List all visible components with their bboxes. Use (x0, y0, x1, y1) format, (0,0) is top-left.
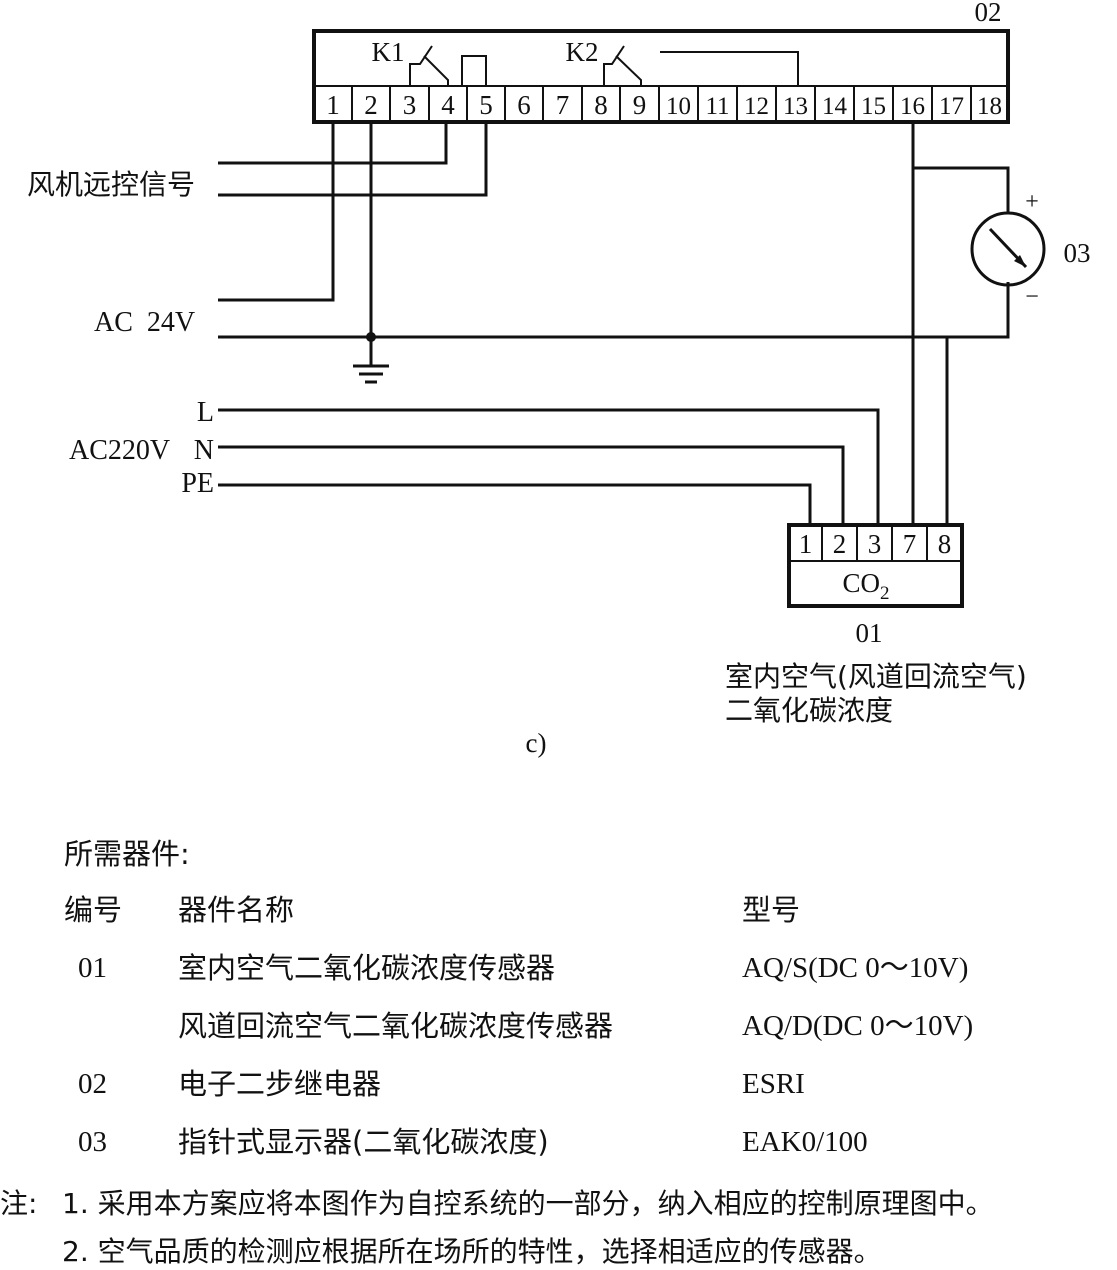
meter-minus-label: − (1025, 284, 1039, 310)
relay-terminal-7: 7 (556, 90, 570, 120)
pe-label: PE (181, 468, 214, 499)
meter-plus-label: + (1025, 189, 1039, 215)
sensor-terminal-2: 2 (833, 529, 847, 559)
relay-terminal-14: 14 (822, 93, 848, 120)
sensor-desc-line1: 室内空气(风道回流空气) (725, 660, 1027, 693)
header-name: 器件名称 (178, 893, 295, 927)
sensor-id-label: 01 (856, 618, 883, 648)
fan-signal-wire-2 (218, 122, 488, 197)
ac220v-label: AC220V (69, 435, 170, 466)
ac24v-wire-1 (218, 122, 335, 302)
ac24v-wires (218, 122, 1010, 366)
meter-plus-wire (913, 166, 1010, 213)
row-no: 01 (78, 952, 107, 984)
ac24v-label: AC 24V (94, 307, 195, 338)
meter-dial-icon (970, 211, 1046, 287)
sensor-desc-line2: 二氧化碳浓度 (725, 694, 893, 727)
sensor-terminal-3: 3 (868, 529, 882, 559)
relay-body (312, 29, 1010, 124)
k2-label: K2 (566, 37, 599, 67)
meter-needle-tip (1014, 255, 1026, 267)
n-label: N (194, 435, 214, 466)
k1-label: K1 (372, 37, 405, 67)
fan-signal-wires (218, 122, 488, 197)
row-name: 电子二步继电器 (178, 1067, 382, 1101)
meter-id-label: 03 (1064, 238, 1091, 268)
ac220v-wires (218, 408, 880, 525)
k2-contact: K2 (566, 37, 799, 86)
header-no: 编号 (64, 893, 123, 927)
k1-switch-blade (409, 45, 433, 86)
ac24v-common-wire (218, 282, 1010, 339)
sensor-name-label: CO2 (842, 568, 889, 604)
relay-terminal-10: 10 (666, 93, 691, 120)
l-label: L (197, 397, 214, 428)
relay-terminal-6: 6 (517, 90, 531, 120)
sensor-terminal-dividers (821, 525, 928, 561)
header-model: 型号 (742, 893, 801, 927)
relay-terminal-18: 18 (977, 93, 1002, 120)
notes-prefix: 注: (0, 1187, 38, 1220)
row-model: AQ/D(DC 0～10V) (742, 1010, 974, 1042)
sensor-terminal-8: 8 (938, 529, 952, 559)
sensor-terminal-1: 1 (799, 529, 813, 559)
ground-icon (353, 364, 389, 384)
relay-terminal-11: 11 (705, 93, 729, 120)
relay-terminal-15: 15 (861, 93, 886, 120)
relay-terminal-5: 5 (479, 90, 493, 120)
row-name: 室内空气二氧化碳浓度传感器 (178, 951, 556, 985)
row-name: 指针式显示器(二氧化碳浓度) (178, 1125, 549, 1159)
k1-switch-arm (423, 55, 449, 86)
relay-terminal-8: 8 (594, 90, 608, 120)
relay-terminal-13: 13 (783, 93, 808, 120)
k1-contact: K1 (372, 37, 487, 86)
parts-title: 所需器件: (64, 837, 190, 871)
l-wire (218, 408, 880, 525)
pe-wire (218, 483, 812, 525)
relay-terminal-4: 4 (441, 90, 455, 120)
k2-switch-arm (615, 55, 642, 86)
row-model: EAK0/100 (742, 1126, 868, 1158)
relay-id-label: 02 (975, 0, 1002, 27)
k2-nc-link (660, 51, 799, 86)
sensor-body (787, 523, 964, 608)
row-no: 02 (78, 1068, 107, 1100)
row-no: 03 (78, 1126, 107, 1158)
sensor-terminal-7: 7 (903, 529, 917, 559)
row-name: 风道回流空气二氧化碳浓度传感器 (178, 1009, 614, 1043)
row-model: AQ/S(DC 0～10V) (742, 952, 969, 984)
note-item-2: 2. 空气品质的检测应根据所在场所的特性，选择相适应的传感器。 (62, 1235, 882, 1268)
k2-switch-blade (603, 45, 625, 86)
relay-terminal-17: 17 (939, 93, 964, 120)
relay-terminal-1: 1 (326, 90, 340, 120)
relay-terminal-3: 3 (403, 90, 417, 120)
relay-terminal-dividers (351, 86, 972, 122)
junction-dot (366, 332, 376, 342)
meter: + − 03 (911, 122, 1091, 525)
k1-nc-link (461, 55, 487, 86)
row-model: ESRI (742, 1068, 805, 1100)
relay-terminal-2: 2 (364, 90, 378, 120)
figure-caption: c) (526, 728, 547, 758)
relay-terminal-9: 9 (633, 90, 647, 120)
fan-signal-wire-1 (218, 122, 448, 165)
relay-terminal-16: 16 (900, 93, 925, 120)
n-wire (218, 445, 845, 525)
fan-signal-label: 风机远控信号 (27, 168, 195, 201)
note-item-1: 1. 采用本方案应将本图作为自控系统的一部分，纳入相应的控制原理图中。 (62, 1187, 994, 1220)
relay-terminal-12: 12 (744, 93, 769, 120)
